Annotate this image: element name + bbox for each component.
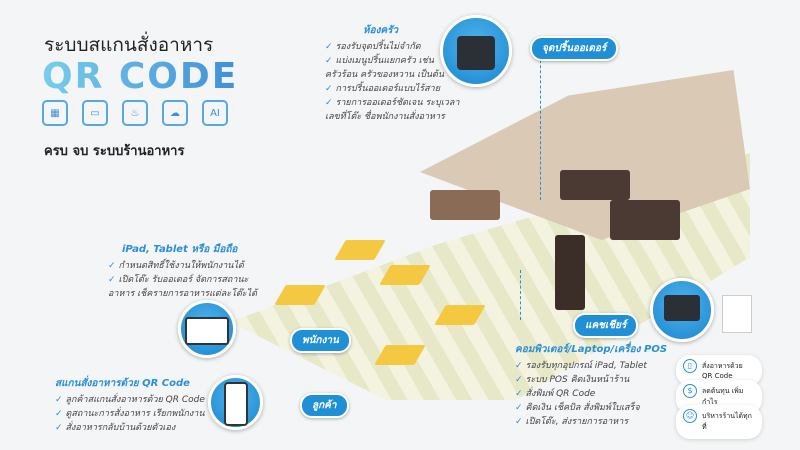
feature-label: ลดต้นทุน เพิ่มกำไร — [702, 387, 744, 406]
cashier-tag: แคชเชียร์ — [573, 313, 639, 338]
customer-item: สั่งอาหารกลับบ้านด้วยตัวเอง — [65, 423, 176, 433]
cloud-network-icon: ☁ — [162, 100, 188, 126]
phone-qr-icon: ▯ — [683, 359, 697, 373]
customer-tag: ลูกค้า — [300, 393, 349, 418]
drink-fridge — [555, 235, 585, 310]
staff-tag: พนักงาน — [290, 328, 351, 353]
check-icon: ✓ — [515, 417, 523, 427]
kitchen-item: การปริ้นออเดอร์แบบไร้สาย — [335, 84, 440, 94]
feature-label: สั่งอาหารด้วย QR Code — [702, 362, 743, 380]
pos-item: คิดเงิน เช็คบิล สั่งพิมพ์ใบเสร็จ — [525, 403, 640, 413]
brand-title: QR CODE — [42, 56, 239, 97]
connector-line — [540, 50, 541, 200]
tablet-image — [178, 300, 236, 358]
kitchen-item: ครัวร้อน ครัวของหวาน เป็นต้น — [325, 70, 445, 80]
printer-tag: จุดปริ้นออเดอร์ — [530, 36, 619, 61]
subtitle: ครบ จบ ระบบร้านอาหาร — [44, 144, 185, 159]
check-icon: ✓ — [325, 56, 333, 66]
check-icon: ✓ — [515, 375, 523, 385]
pos-item: เปิดโต๊ะ, ส่งรายการอาหาร — [525, 417, 629, 427]
kitchen-item: เลขที่โต๊ะ ชื่อพนักงานสั่งอาหาร — [325, 112, 445, 122]
pos-image — [650, 278, 714, 342]
tablet-block: iPad, Tablet หรือ มือถือ ✓กำหนดสิทธิ์ใช้… — [108, 242, 257, 301]
check-icon: ✓ — [325, 84, 333, 94]
pos-item: สั่งพิมพ์ QR Code — [525, 389, 596, 399]
printer-image — [440, 15, 512, 87]
check-icon: ✓ — [55, 395, 63, 405]
pos-terminal-icon: ▭ — [82, 100, 108, 126]
kitchen-counter — [610, 200, 680, 240]
pos-title: คอมพิวเตอร์/Laptop/เครื่อง POS — [515, 344, 668, 355]
customer-item: ดูสถานะการสั่งอาหาร เรียกพนักงาน — [65, 409, 205, 419]
check-icon: ✓ — [55, 409, 63, 419]
kitchen-item: แบ่งเมนูปริ้นแยกครัว เช่น — [335, 56, 434, 66]
feature-label: บริหารร้านได้ทุกที่ — [702, 412, 752, 431]
tablet-item: อาหาร เช็ครายการอาหารแต่ละโต๊ะได้ — [108, 289, 258, 299]
feature-pill: ☺ บริหารร้านได้ทุกที่ — [676, 405, 762, 439]
pos-block: คอมพิวเตอร์/Laptop/เครื่อง POS ✓รองรับทุ… — [515, 342, 667, 429]
chef-icon: ♨ — [122, 100, 148, 126]
page-title: ระบบสแกนสั่งอาหาร — [44, 34, 214, 56]
check-icon: ✓ — [515, 403, 523, 413]
check-icon: ✓ — [325, 42, 333, 52]
kitchen-item: รายการออเดอร์ชัดเจน ระบุเวลา — [335, 98, 460, 108]
check-icon: ✓ — [325, 98, 333, 108]
display-counter — [430, 190, 500, 220]
pos-item: ระบบ POS คิดเงินหน้าร้าน — [525, 375, 630, 385]
customer-item: ลูกค้าสแกนสั่งอาหารด้วย QR Code — [65, 395, 205, 405]
check-icon: ✓ — [108, 261, 116, 271]
tablet-item: เปิดโต๊ะ รับออเดอร์ จัดการสถานะ — [118, 275, 249, 285]
kitchen-block: ห้องครัว ✓รองรับจุดปริ้นไม่จำกัด ✓แบ่งเม… — [325, 23, 459, 124]
pos-item: รองรับทุกอุปกรณ์ iPad, Tablet — [525, 361, 647, 371]
ai-chip-icon: AI — [202, 100, 228, 126]
check-icon: ✓ — [515, 361, 523, 371]
customer-block: สแกนสั่งอาหารด้วย QR Code ✓ลูกค้าสแกนสั่… — [55, 376, 205, 435]
kitchen-title: ห้องครัว — [363, 25, 399, 36]
check-icon: ✓ — [108, 275, 116, 285]
check-icon: ✓ — [515, 389, 523, 399]
kitchen-counter — [560, 170, 630, 200]
tablet-item: กำหนดสิทธิ์ใช้งานให้พนักงานได้ — [118, 261, 244, 271]
receipt-image — [722, 295, 752, 333]
tablet-title: iPad, Tablet หรือ มือถือ — [122, 244, 238, 255]
dollar-icon: $ — [683, 384, 697, 398]
feature-icons: ▦ ▭ ♨ ☁ AI — [42, 100, 228, 126]
qr-scan-icon: ▦ — [42, 100, 68, 126]
kitchen-item: รองรับจุดปริ้นไม่จำกัด — [335, 42, 421, 52]
connector-line — [520, 270, 521, 320]
dining-table — [334, 240, 386, 260]
phone-image — [208, 375, 263, 430]
customer-title: สแกนสั่งอาหารด้วย QR Code — [55, 378, 190, 389]
check-icon: ✓ — [55, 423, 63, 433]
manage-icon: ☺ — [683, 409, 697, 423]
